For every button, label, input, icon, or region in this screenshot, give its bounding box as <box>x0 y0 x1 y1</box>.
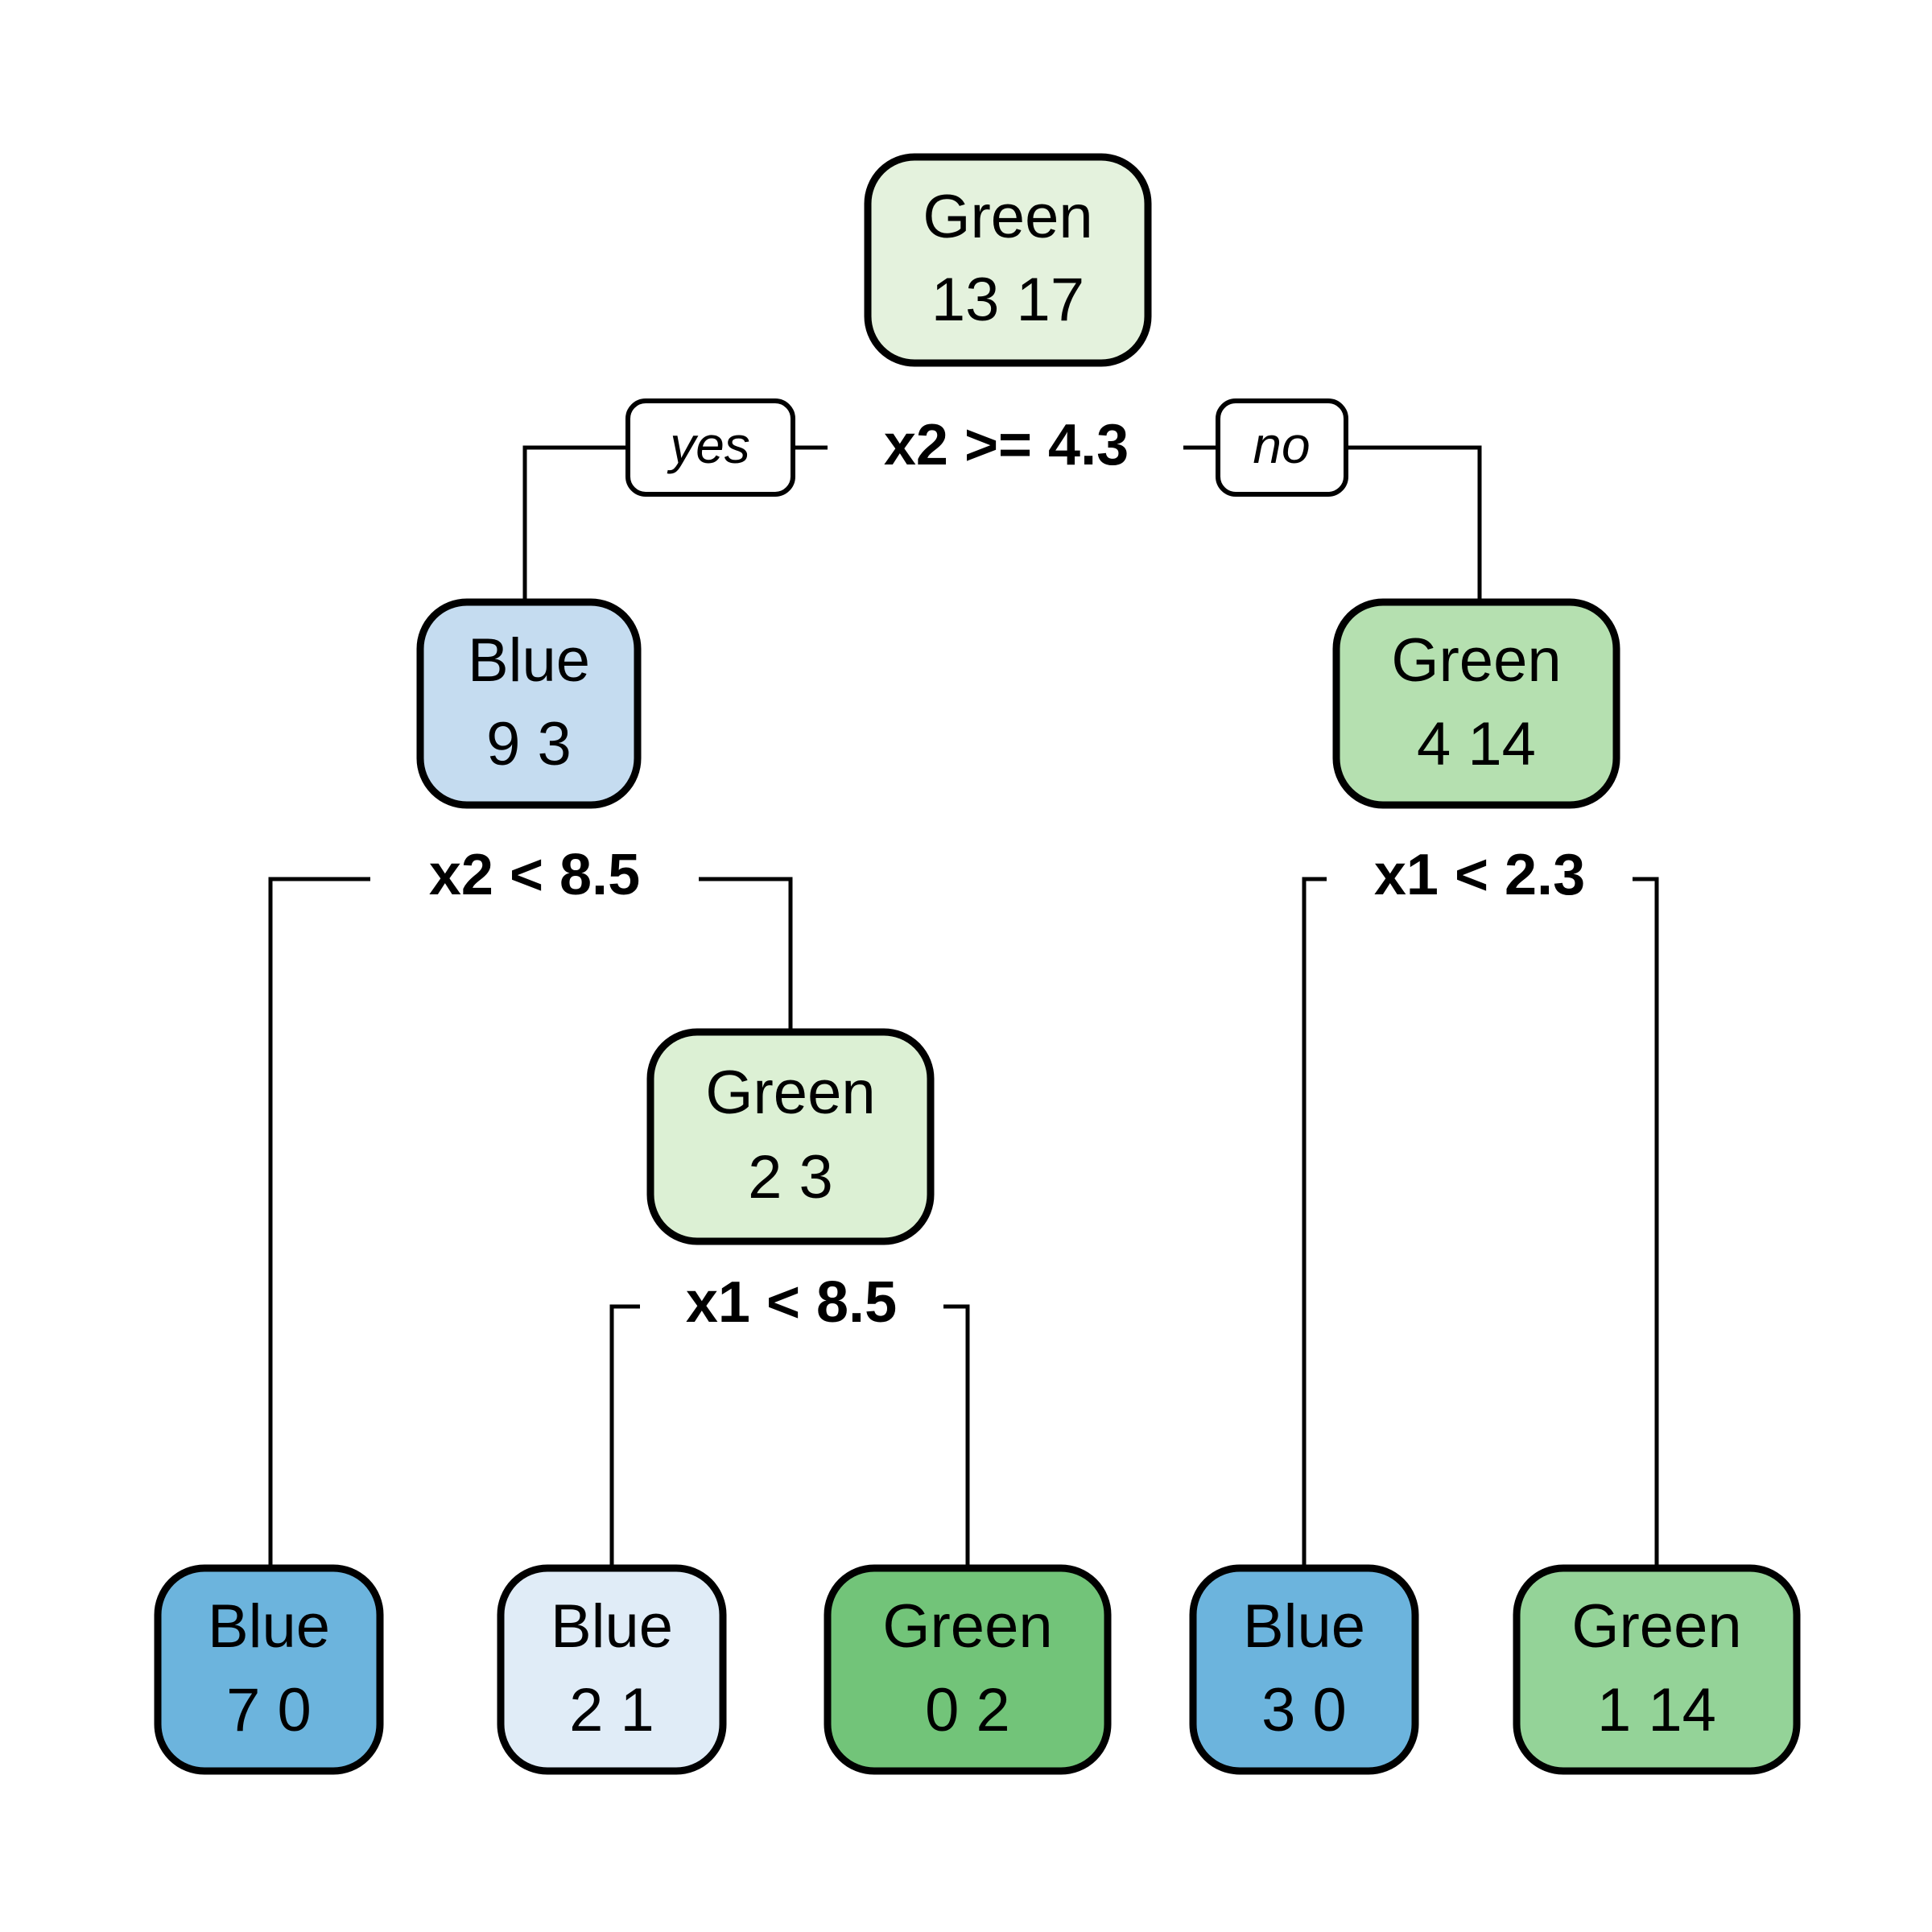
node-n2-box[interactable] <box>416 598 642 809</box>
node-n3-class-label: Green <box>1391 626 1561 695</box>
edge-n2-to-n4 <box>268 877 370 1568</box>
split-n3-text: x1 < 2.3 <box>1374 843 1585 907</box>
node-n2-class-label: Blue <box>468 626 590 695</box>
node-n9-class-label: Green <box>1571 1592 1741 1661</box>
node-root-box[interactable] <box>864 153 1152 367</box>
node-root-counts: 13 17 <box>931 266 1084 334</box>
edge-layer <box>268 445 1659 1568</box>
node-n6-class-label: Blue <box>551 1592 673 1661</box>
yes-label-box <box>625 398 795 497</box>
node-n5-counts: 2 3 <box>748 1143 833 1212</box>
node-n7-class-label: Green <box>882 1592 1052 1661</box>
yes-label: yes <box>667 416 750 474</box>
node-n8-class-label: Blue <box>1243 1592 1365 1661</box>
node-n7-box[interactable] <box>824 1564 1112 1775</box>
node-n3-box[interactable] <box>1332 598 1620 809</box>
node-n3-counts: 4 14 <box>1417 710 1536 778</box>
node-n8-box[interactable] <box>1189 1564 1419 1775</box>
node-n7-counts: 0 2 <box>925 1676 1010 1744</box>
split-n5-text: x1 < 8.5 <box>686 1270 897 1335</box>
node-n4-class-label: Blue <box>208 1592 330 1661</box>
node-n3[interactable]: Green 4 14 <box>1332 598 1620 809</box>
edge-root-to-n3 <box>1346 445 1482 602</box>
node-n7[interactable]: Green 0 2 <box>824 1564 1112 1775</box>
node-n9-box[interactable] <box>1513 1564 1801 1775</box>
node-n9[interactable]: Green 1 14 <box>1513 1564 1801 1775</box>
edge-n2-to-n5 <box>699 877 793 1032</box>
node-n9-counts: 1 14 <box>1597 1676 1716 1744</box>
node-n6[interactable]: Blue 2 1 <box>497 1564 727 1775</box>
edge-n5-to-n6 <box>609 1304 640 1568</box>
no-label: no <box>1253 416 1310 474</box>
node-n4-counts: 7 0 <box>226 1676 312 1744</box>
edge-n3-to-n8 <box>1302 877 1327 1568</box>
split-root-group: yes x2 >= 4.3 no <box>625 398 1348 497</box>
node-n8-counts: 3 0 <box>1261 1676 1347 1744</box>
node-n4[interactable]: Blue 7 0 <box>154 1564 384 1775</box>
edge-n3-to-n9 <box>1633 877 1659 1568</box>
node-root-class-label: Green <box>923 183 1092 251</box>
split-root-text: x2 >= 4.3 <box>884 413 1129 477</box>
node-n8[interactable]: Blue 3 0 <box>1189 1564 1419 1775</box>
node-n5-box[interactable] <box>646 1028 935 1245</box>
no-label-box <box>1216 398 1348 497</box>
node-n2-counts: 9 3 <box>486 710 572 778</box>
node-n5-class-label: Green <box>705 1059 875 1127</box>
split-n2-text: x2 < 8.5 <box>429 843 640 907</box>
node-n6-box[interactable] <box>497 1564 727 1775</box>
edge-n5-to-n7 <box>943 1304 970 1568</box>
node-n4-box[interactable] <box>154 1564 384 1775</box>
node-n5[interactable]: Green 2 3 <box>646 1028 935 1245</box>
node-n6-counts: 2 1 <box>569 1676 654 1744</box>
node-n2[interactable]: Blue 9 3 <box>416 598 642 809</box>
edge-root-to-n2 <box>522 445 628 602</box>
node-root[interactable]: Green 13 17 <box>864 153 1152 367</box>
